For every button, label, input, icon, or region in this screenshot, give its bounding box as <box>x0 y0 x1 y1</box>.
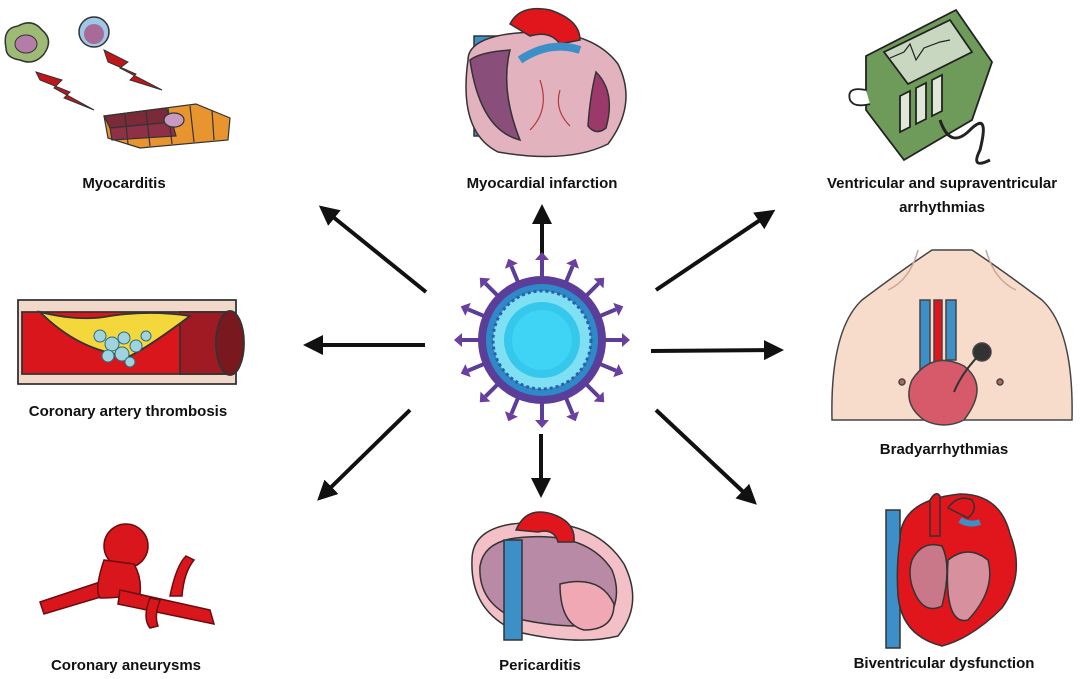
label-myocardial-infarction: Myocardial infarction <box>467 175 618 192</box>
pacemaker-chest-icon <box>831 249 1073 426</box>
spike-head <box>479 391 491 403</box>
spike-head <box>566 411 580 422</box>
defibrillator-monitor-icon <box>848 8 993 165</box>
spike-head <box>613 302 624 316</box>
spike-head <box>535 420 549 428</box>
arrow-to-myocarditis <box>318 205 428 294</box>
spike-head <box>460 364 471 378</box>
spike-head <box>622 333 630 347</box>
arrows <box>303 204 784 505</box>
spike-head <box>454 333 462 347</box>
myocyte-immune-attack-icon <box>4 16 231 149</box>
coronavirus-icon <box>454 252 630 428</box>
label-pericarditis: Pericarditis <box>499 657 581 674</box>
arrow-to-arrhythmias <box>654 209 776 292</box>
spike-head <box>504 411 518 422</box>
spike-head <box>613 364 624 378</box>
pericardium-heart-icon <box>471 511 634 641</box>
spike-head <box>535 252 549 260</box>
spike-head <box>504 258 518 269</box>
spike-head <box>593 277 605 289</box>
label-thrombosis: Coronary artery thrombosis <box>29 403 227 420</box>
label-bradyarrhythmias: Bradyarrhythmias <box>880 441 1008 458</box>
label-arrhythmias-line2: arrhythmias <box>899 199 985 216</box>
label-myocarditis: Myocarditis <box>82 175 165 192</box>
aneurysm-vessel-icon <box>39 523 216 629</box>
arrow-to-biventricular <box>654 408 757 505</box>
heart-cross-section-icon <box>885 493 1018 649</box>
spike-head <box>566 258 580 269</box>
arrow-to-bradyarrhythmias <box>650 340 784 361</box>
label-aneurysms: Coronary aneurysms <box>51 657 201 674</box>
label-arrhythmias-line1: Ventricular and supraventricular <box>827 175 1057 192</box>
spike-head <box>593 391 605 403</box>
spike-head <box>479 277 491 289</box>
arrow-to-aneurysms <box>317 408 412 501</box>
spike-head <box>460 302 471 316</box>
infarcted-heart-icon <box>465 7 627 158</box>
thrombosed-artery-icon <box>17 299 245 385</box>
label-biventricular: Biventricular dysfunction <box>854 655 1035 672</box>
